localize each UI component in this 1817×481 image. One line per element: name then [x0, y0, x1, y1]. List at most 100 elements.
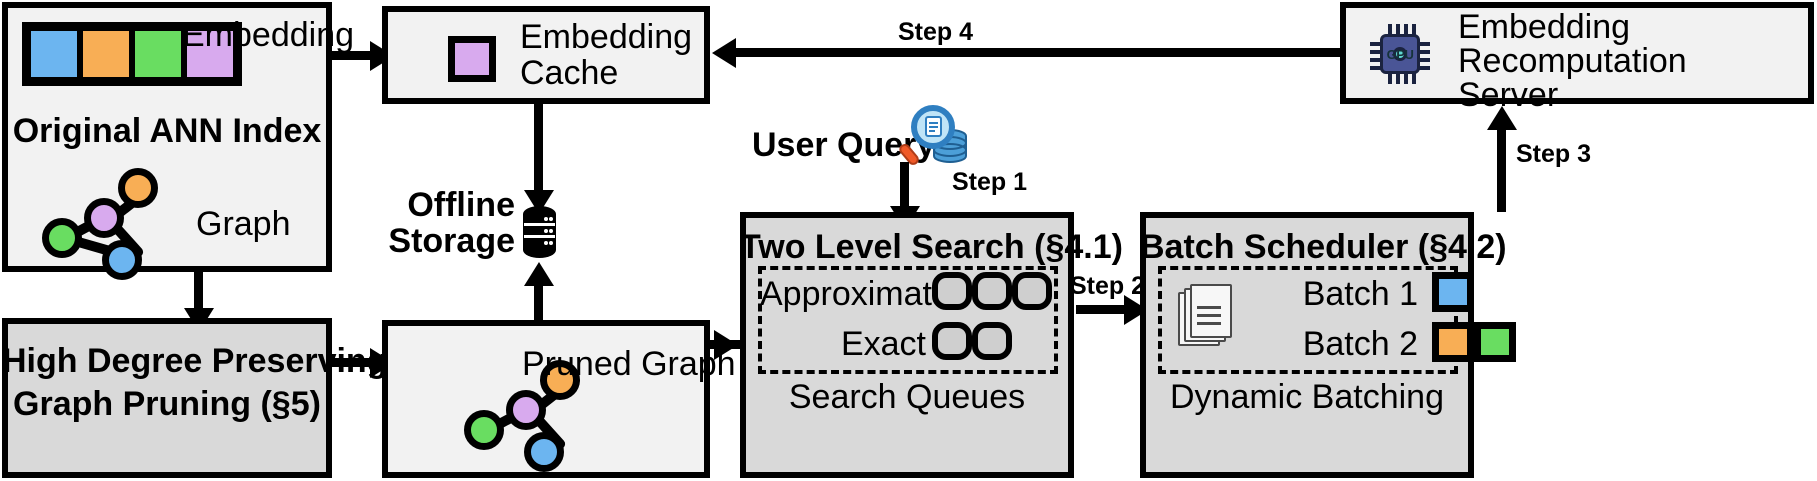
recompute-server-title-line1: Embedding: [1458, 8, 1631, 46]
batch-label-1: Batch 1: [1302, 275, 1418, 313]
gpu-pin: [1370, 58, 1382, 62]
db-divider: [524, 223, 555, 226]
gpu-pin: [1370, 42, 1382, 46]
gpu-pin: [1388, 24, 1392, 36]
recompute-server-title-line3: Server: [1458, 76, 1559, 114]
database-cylinder-icon: [523, 206, 556, 258]
search-row-label-exact: Exact: [840, 325, 926, 363]
arrow-step3: [1497, 128, 1506, 212]
pruned-graph-label: Pruned Graph: [522, 345, 736, 383]
step2-label: Step 2: [1070, 272, 1146, 300]
arrow-pruned-graph-to-storage: [534, 284, 543, 322]
graph-node-orange: [540, 360, 580, 400]
offline-storage-label-line2: Storage: [388, 222, 515, 260]
original-ann-index-title: Original ANN Index: [12, 112, 322, 150]
queue-slot-exact-1[interactable]: [932, 322, 972, 360]
dynamic-batching-group: [1158, 266, 1458, 374]
embedding-swatch-green: [132, 28, 184, 80]
gpu-pin: [1418, 66, 1430, 70]
arrow-cache-to-storage: [534, 104, 543, 192]
db-led: [549, 217, 553, 221]
gpu-pin: [1388, 72, 1392, 84]
dynamic-batching-caption: Dynamic Batching: [1169, 378, 1444, 416]
embedding-swatch-blue: [28, 28, 80, 80]
db-led: [544, 241, 548, 245]
embedding-cache-title-line1: Embedding: [520, 18, 693, 56]
offline-storage-label-line1: Offline: [407, 186, 515, 224]
doc-page-front: [1190, 284, 1232, 338]
queue-slot-approximate-3[interactable]: [1012, 272, 1052, 310]
step3-label: Step 3: [1516, 140, 1592, 168]
search-database-svg: [899, 105, 967, 165]
queue-slot-approximate-1[interactable]: [932, 272, 972, 310]
graph-node-orange: [118, 168, 158, 208]
graph-pruning-box: [2, 318, 332, 478]
two-level-search-title: Two Level Search (§4.1): [740, 228, 1123, 266]
graph-node-green: [464, 410, 504, 450]
arrow-step4-head: [712, 38, 736, 68]
batch-label-2: Batch 2: [1302, 325, 1418, 363]
arrow-pruning-to-pruned-graph: [332, 358, 372, 367]
db-led: [544, 229, 548, 233]
db-led: [544, 217, 548, 221]
graph-node-blue: [102, 240, 142, 280]
graph-node-purple: [84, 198, 124, 238]
documents-stack-icon: [1178, 284, 1236, 350]
gpu-pin: [1404, 72, 1408, 84]
batch-scheduler-title: Batch Scheduler (§4.2): [1140, 228, 1507, 266]
gpu-chip-core-label: GPU: [1386, 46, 1414, 62]
graph-pruning-title-line2: Graph Pruning (§5): [13, 385, 321, 423]
embedding-swatch-orange: [80, 28, 132, 80]
arrow-index-to-pruning: [194, 272, 203, 310]
doc-text-line: [1197, 322, 1221, 325]
arrow-step2: [1076, 305, 1130, 314]
original-graph-figure: [40, 168, 160, 280]
gpu-chip-icon: GPU: [1368, 22, 1432, 86]
batch-1-swatch-blue: [1432, 272, 1474, 312]
doc-text-line: [1197, 306, 1221, 309]
batch-2-swatch-green: [1474, 322, 1516, 362]
queue-slot-exact-2[interactable]: [972, 322, 1012, 360]
search-database-icon: [898, 104, 974, 170]
arrow-pruned-graph-to-storage-head: [524, 262, 554, 286]
user-query-label: User Query: [752, 126, 936, 164]
search-queues-group: [758, 266, 1058, 374]
recompute-server-title-line2: Recomputation: [1458, 42, 1687, 80]
gpu-chip-body: GPU: [1380, 34, 1420, 74]
gpu-pin: [1370, 66, 1382, 70]
embedding-swatch-purple: [184, 28, 236, 80]
embedding-label: Embedding: [182, 16, 355, 54]
arrow-step4: [734, 48, 1340, 57]
step1-label: Step 1: [952, 168, 1028, 196]
graph-node-purple: [506, 390, 546, 430]
db-led: [549, 241, 553, 245]
batch-2-swatch-orange: [1432, 322, 1474, 362]
graph-node-blue: [524, 432, 564, 472]
two-level-search-box: [740, 212, 1074, 478]
gpu-pin: [1404, 24, 1408, 36]
gpu-pin: [1418, 42, 1430, 46]
graph-label: Graph: [196, 205, 291, 243]
gpu-pin: [1412, 24, 1416, 36]
arrow-pruned-graph-to-search-head: [714, 330, 738, 360]
doc-text-line: [1197, 314, 1221, 317]
embedding-swatch-icon: [448, 36, 496, 82]
gpu-pin: [1418, 58, 1430, 62]
arrow-step1: [900, 162, 909, 210]
gpu-pin: [1418, 50, 1430, 54]
arrow-index-to-cache: [332, 51, 372, 60]
graph-pruning-title-line1: High Degree Preserving: [2, 342, 388, 380]
pruned-graph-figure: [462, 360, 582, 472]
search-queues-caption: Search Queues: [788, 378, 1026, 416]
db-led: [549, 229, 553, 233]
search-row-label-approximate: Approximate: [760, 275, 951, 313]
gpu-pin: [1396, 72, 1400, 84]
embedding-cache-box: [382, 6, 710, 104]
arrow-step3-head: [1487, 106, 1517, 130]
embedding-cache-title-line2: Cache: [520, 54, 619, 92]
step4-label: Step 4: [898, 18, 974, 46]
graph-node-green: [42, 218, 82, 258]
queue-slot-approximate-2[interactable]: [972, 272, 1012, 310]
db-divider: [524, 235, 555, 238]
